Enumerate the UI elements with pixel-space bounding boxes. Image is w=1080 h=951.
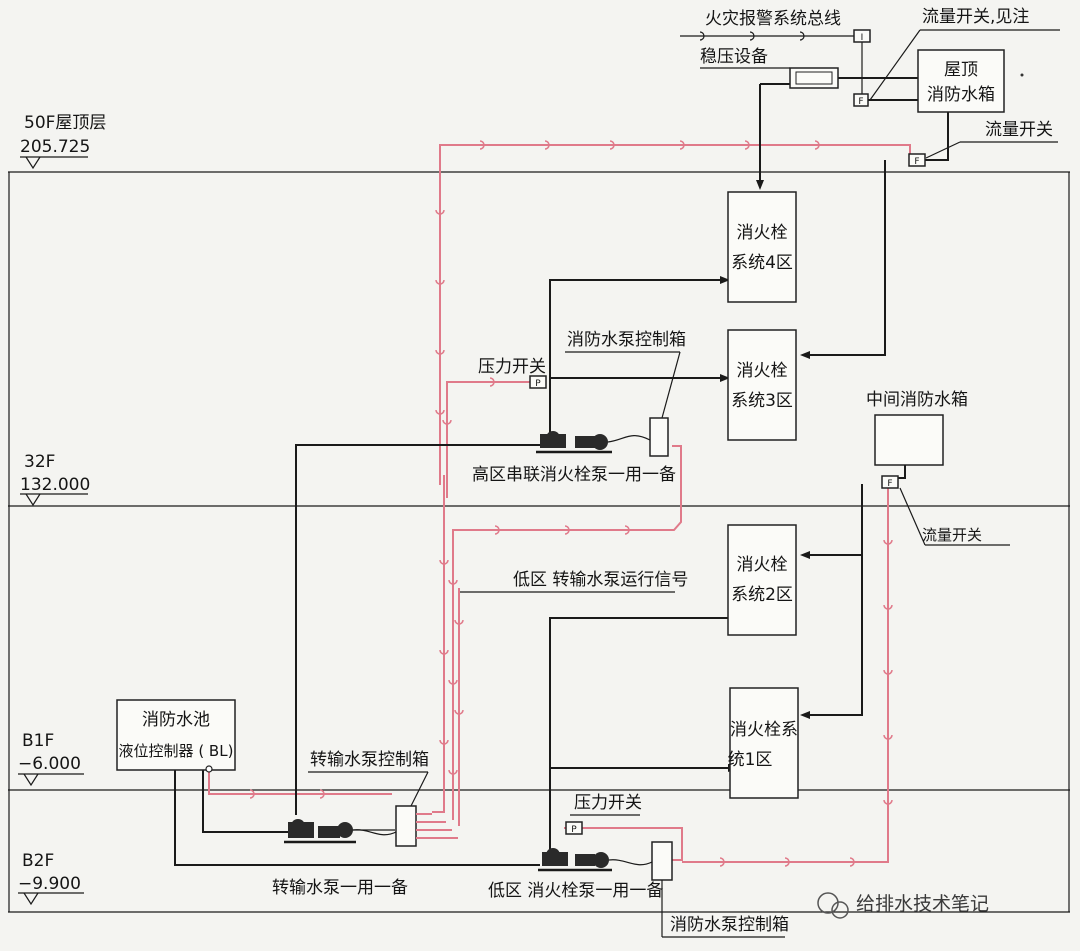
flow-switch-symbol: F [887,479,892,489]
flow-switch-mid-label: 流量开关 [922,526,982,544]
zone-label-line1: 消火栓 [737,555,788,575]
level-32F: 32F 132.000 [20,452,90,507]
flow-switch-note-label: 流量开关,见注 [922,7,1029,27]
level-elevation: 132.000 [20,475,90,495]
hydrant-zone-1 [729,687,799,799]
zone-label-line2: 系统4区 [731,253,793,273]
interface-module [853,29,871,43]
elevation-marker-icon [23,892,39,906]
arrow-right-icon [720,276,730,284]
transfer-signal-label: 低区 转输水泵运行信号 [513,570,688,590]
arrow-left-icon [800,551,810,559]
hydrant-zone-4 [727,191,797,303]
fire-water-pool [116,699,236,771]
roof-fire-water-tank [917,49,1005,113]
fire-alarm-bus: I 火灾报警系统总线 [680,9,871,43]
water-pipes [174,42,949,866]
level-name: 32F [24,452,55,472]
pressure-switch-symbol: P [535,379,541,389]
flow-switch-symbol: F [858,97,863,107]
level-elevation: −6.000 [18,754,81,774]
watermark-text: 给排水技术笔记 [856,893,989,915]
level-name: B2F [22,851,54,871]
zone-label-line1: 消火栓 [737,223,788,243]
pump-icon [546,848,560,862]
pump-control-box-low-label: 消防水泵控制箱 [670,915,789,935]
watermark: 给排水技术笔记 [817,892,989,919]
roof-tank-label-1: 屋顶 [944,60,978,80]
level-B1F: B1F −6.000 [18,731,84,787]
zone-label-line2: 统1区 [728,750,773,770]
hydrant-zone-3 [727,329,797,441]
pool-label-2: 液位控制器 ( BL) [119,742,234,760]
zone-label-line2: 系统2区 [731,585,793,605]
pressure-switch-high [529,375,547,389]
low-zone-pump [538,848,653,872]
high-pump-label: 高区串联消火栓泵一用一备 [472,465,676,485]
arrow-left-icon [800,711,810,719]
flow-switch-mid [881,475,899,489]
pressure-stabilizer [789,67,839,89]
flow-switch-top-label: 流量开关 [985,120,1053,140]
pressure-stabilizer-label: 稳压设备 [700,47,768,67]
arrow-right-icon [720,374,730,382]
zone-label-line1: 消火栓系 [730,720,798,740]
pool-label-1: 消防水池 [142,710,210,730]
level-elevation: −9.900 [18,874,81,894]
level-50F: 50F屋顶层 205.725 [20,113,106,170]
transfer-pump [284,819,397,844]
zone-label-line1: 消火栓 [737,361,788,381]
motor-icon [337,822,353,838]
hydrant-zone-2 [727,524,797,636]
flow-switch-roof [853,93,869,107]
pump-icon [291,819,305,833]
pump-control-box-low [651,841,673,881]
roof-tank-label-2: 消防水箱 [927,85,995,105]
pressure-switch-high-label: 压力开关 [478,357,546,377]
level-controller-icon [205,765,213,773]
pump-control-box-high [649,417,669,457]
signal-ticks [249,140,893,867]
elevation-marker-icon [25,493,41,507]
level-name: B1F [22,731,54,751]
level-B2F: B2F −9.900 [18,851,84,906]
flow-switch-top [908,153,926,167]
transfer-pump-label: 转输水泵一用一备 [272,878,408,898]
mid-fire-water-tank [874,414,944,466]
interface-symbol: I [861,33,864,43]
mid-tank-title: 中间消防水箱 [866,390,968,410]
elevation-marker-icon [23,773,39,787]
fire-alarm-bus-label: 火灾报警系统总线 [705,9,841,29]
motor-icon [592,434,608,450]
elevation-marker-icon [25,156,41,170]
low-pump-label: 低区 消火栓泵一用一备 [488,881,663,901]
building-frame [8,171,1070,913]
high-zone-pump [536,431,651,454]
level-name: 50F屋顶层 [24,113,106,133]
level-elevation: 205.725 [20,137,90,157]
pump-control-box-high-label: 消防水泵控制箱 [567,330,686,350]
signal-lines [208,144,911,863]
zone-label-line2: 系统3区 [731,391,793,411]
transfer-ctrl-box-label: 转输水泵控制箱 [310,750,429,770]
arrow-left-icon [800,351,810,359]
pressure-switch-low [565,821,583,835]
motor-icon [593,852,609,868]
pressure-switch-symbol: P [571,825,577,835]
flow-switch-symbol: F [914,157,919,167]
pump-icon [546,431,560,445]
arrow-down-icon [756,180,764,190]
pressure-switch-low-label: 压力开关 [574,793,642,813]
transfer-pump-control-box [395,805,417,847]
